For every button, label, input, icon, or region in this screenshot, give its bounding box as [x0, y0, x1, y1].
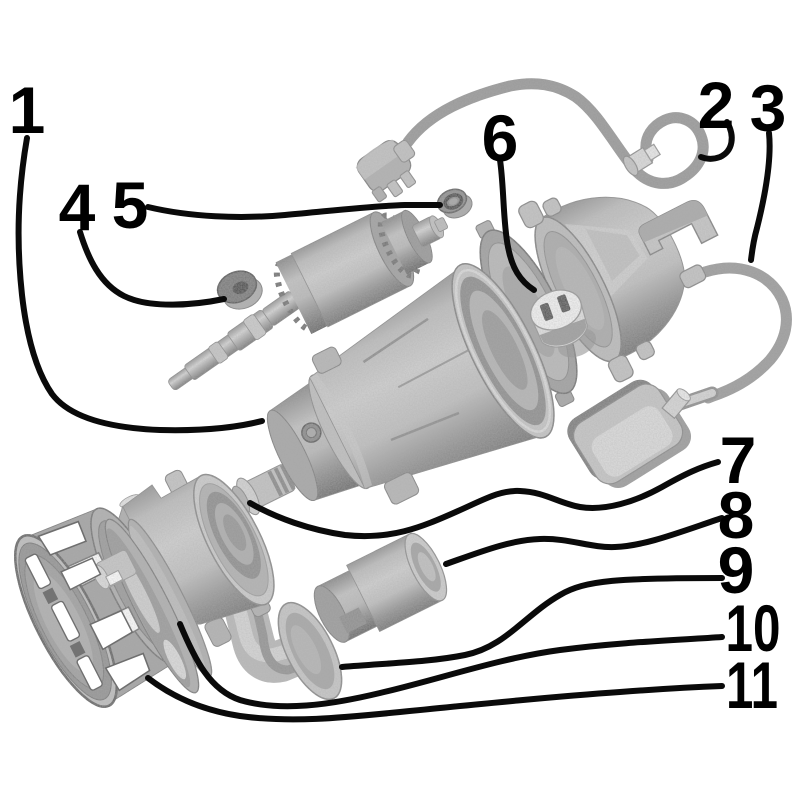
svg-text:11: 11: [726, 648, 778, 722]
svg-text:10: 10: [726, 591, 781, 665]
svg-text:2: 2: [698, 68, 735, 142]
svg-text:4: 4: [59, 170, 96, 244]
svg-text:9: 9: [718, 533, 755, 607]
svg-text:8: 8: [718, 478, 755, 552]
svg-text:6: 6: [482, 101, 519, 175]
svg-text:3: 3: [750, 71, 787, 145]
svg-text:1: 1: [9, 73, 46, 147]
svg-text:7: 7: [720, 423, 757, 497]
svg-text:5: 5: [112, 168, 149, 242]
